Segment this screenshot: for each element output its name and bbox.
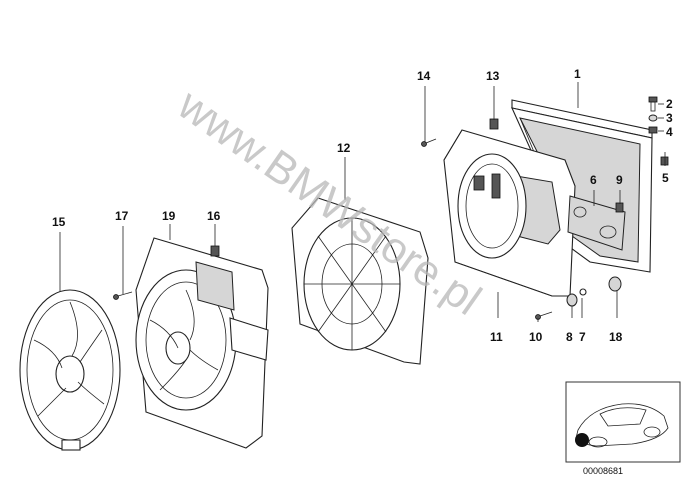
callout-15: 15 <box>52 215 66 229</box>
part-11-main-shroud <box>443 129 576 297</box>
part-17-screw <box>113 291 133 300</box>
part-4-nut <box>648 126 658 134</box>
callout-2: 2 <box>666 97 673 111</box>
callout-7: 7 <box>579 330 586 344</box>
part-12-middle-shroud <box>291 197 429 365</box>
callout-9: 9 <box>616 173 623 187</box>
part-13-clip <box>489 118 499 130</box>
callout-8: 8 <box>566 330 573 344</box>
part-10-screw <box>535 311 553 320</box>
figure-code: 00008681 <box>583 466 623 476</box>
callout-17: 17 <box>115 209 129 223</box>
callout-6: 6 <box>590 173 597 187</box>
callout-5: 5 <box>662 171 669 185</box>
callout-11: 11 <box>490 330 503 344</box>
part-18-rubber-mount <box>608 276 622 292</box>
callout-14: 14 <box>417 69 431 83</box>
part-9-clip <box>615 202 624 213</box>
callout-1: 1 <box>574 67 581 81</box>
callout-16: 16 <box>207 209 221 223</box>
callout-3: 3 <box>666 111 673 125</box>
part-7-pin <box>579 288 587 296</box>
callout-12: 12 <box>337 141 351 155</box>
callout-13: 13 <box>486 69 500 83</box>
part-16-clip <box>210 245 220 257</box>
part-19-fan-shroud <box>135 237 269 449</box>
part-8-spacer <box>566 293 578 307</box>
part-6-bracket-plate <box>567 195 626 251</box>
part-14-screw <box>421 138 437 147</box>
part-5-clip <box>660 156 669 166</box>
locator-dot <box>575 433 589 447</box>
part-3-grommet <box>648 114 658 122</box>
part-15-fan <box>19 289 121 451</box>
callout-10: 10 <box>529 330 543 344</box>
callout-18: 18 <box>609 330 623 344</box>
part-2-screw <box>648 96 658 112</box>
vehicle-locator-inset <box>565 381 681 463</box>
callout-labels: 1 2 3 4 5 6 7 8 9 10 11 12 13 14 15 16 1… <box>52 67 673 344</box>
callout-4: 4 <box>666 125 673 139</box>
leader-lines <box>59 82 666 322</box>
callout-19: 19 <box>162 209 176 223</box>
